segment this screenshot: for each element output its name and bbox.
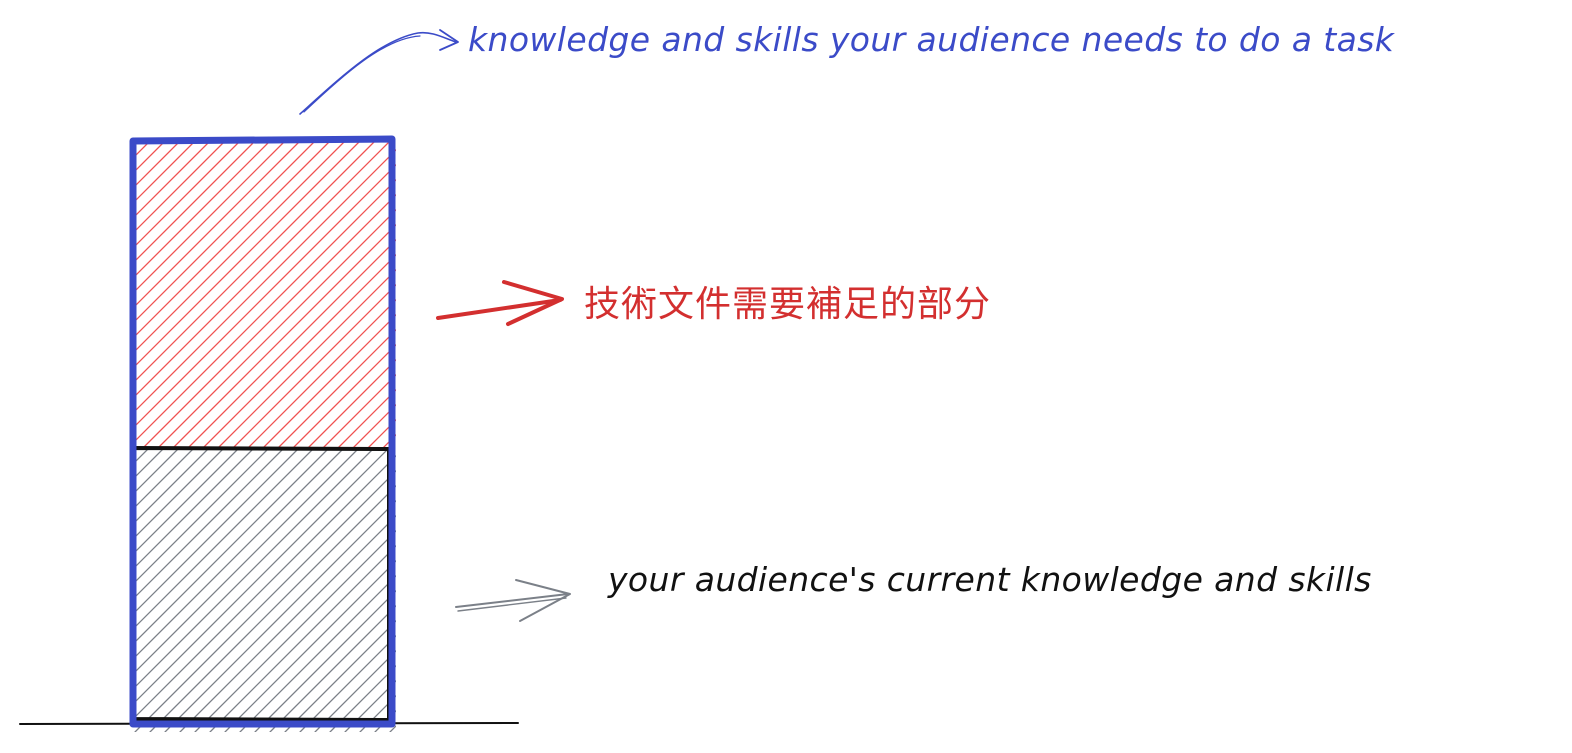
hatch-line <box>329 665 396 732</box>
hatch-line <box>149 485 396 732</box>
hatch-line <box>134 448 195 509</box>
hatch-line <box>172 224 396 448</box>
hatch-line <box>307 359 396 448</box>
current-arrow-head <box>515 579 571 622</box>
hatch-line <box>254 590 396 732</box>
hatch-line <box>157 209 396 448</box>
hatch-line <box>299 635 396 732</box>
gap-hatch <box>134 142 396 448</box>
hatch-line <box>134 142 180 188</box>
current-hatch <box>134 448 396 732</box>
current-knowledge-label: your audience's current knowledge and sk… <box>608 560 1372 599</box>
hatch-line <box>292 344 396 448</box>
hatch-line <box>134 142 270 278</box>
hatch-line <box>134 142 225 233</box>
hatch-line <box>134 448 165 479</box>
hatch-line <box>134 448 135 449</box>
hatch-line <box>134 448 225 539</box>
hatch-line <box>134 142 300 308</box>
hatch-line <box>269 605 396 732</box>
hatch-line <box>134 164 396 428</box>
hatch-line <box>134 142 360 368</box>
hatch-line <box>134 142 135 143</box>
hatch-line <box>194 530 396 732</box>
required-knowledge-box <box>129 135 396 728</box>
hatch-line <box>232 284 396 448</box>
hatch-line <box>134 142 195 203</box>
hatch-line <box>134 142 315 323</box>
hatch-line <box>134 448 270 584</box>
gap-arrow-head <box>502 280 564 326</box>
hatch-line <box>134 142 345 353</box>
required-knowledge-label: knowledge and skills your audience needs… <box>468 20 1395 59</box>
hatch-line <box>134 448 375 689</box>
hatch-line <box>134 142 240 248</box>
hatch-line <box>134 448 285 599</box>
hatch-line <box>284 620 396 732</box>
hatch-line <box>134 455 396 719</box>
hatch-line <box>164 500 396 732</box>
required-arrow-shaft-2 <box>303 35 421 113</box>
hatch-line <box>134 179 396 443</box>
hatch-line <box>134 142 375 383</box>
hatch-line <box>217 269 396 448</box>
required-arrow-head <box>439 29 459 51</box>
hatch-line <box>322 374 396 448</box>
hatch-line <box>314 650 396 732</box>
hatch-line <box>134 448 360 674</box>
current-arrow-shaft-2 <box>457 597 567 612</box>
gap-arrow-shaft <box>436 298 562 320</box>
hatch-line <box>134 448 300 614</box>
current-arrow-shaft <box>455 593 569 608</box>
gap-label: 技術文件需要補足的部分 <box>584 284 992 325</box>
hatch-line <box>134 142 150 158</box>
hatch-line <box>239 575 396 732</box>
required-arrow-shaft <box>299 31 457 115</box>
hatch-line <box>224 560 396 732</box>
hatch-line <box>134 448 330 644</box>
hatch-line <box>134 149 396 413</box>
hatch-line <box>134 470 396 732</box>
hatch-line <box>134 142 285 293</box>
hatch-line <box>134 448 150 464</box>
hatch-line <box>134 448 255 569</box>
hatch-line <box>179 515 396 732</box>
hatch-line <box>134 142 210 218</box>
hatch-line <box>134 448 240 554</box>
hatch-line <box>134 142 255 263</box>
hatch-line <box>277 329 396 448</box>
hatch-line <box>359 695 396 732</box>
hatch-line <box>187 239 396 448</box>
hatch-line <box>134 142 165 173</box>
hatch-line <box>134 448 315 629</box>
hatch-line <box>202 254 396 448</box>
hatch-line <box>134 448 210 524</box>
hatch-line <box>247 299 396 448</box>
hatch-line <box>142 194 396 448</box>
hatch-line <box>209 545 396 732</box>
hatch-line <box>262 314 396 448</box>
current-knowledge-box <box>131 446 391 722</box>
hatch-line <box>134 448 390 704</box>
hatch-line <box>134 448 345 659</box>
hatch-line <box>134 142 330 338</box>
hatch-line <box>134 142 390 398</box>
